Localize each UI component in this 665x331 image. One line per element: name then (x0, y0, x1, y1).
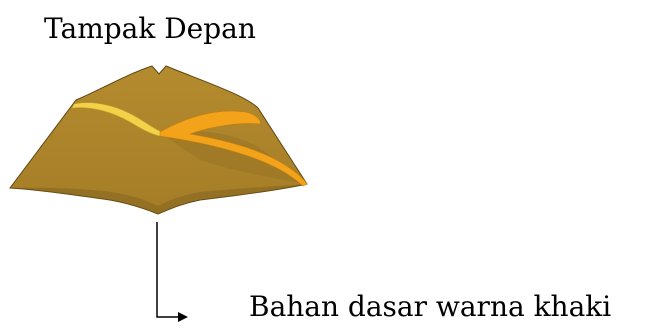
callout-arrowhead (178, 312, 188, 322)
view-title: Tampak Depan (44, 12, 256, 45)
cap-fold-shadow (160, 130, 307, 184)
callout-leader-line (156, 222, 178, 318)
cap-trim-orange (159, 110, 308, 187)
cap-front-edge (10, 184, 307, 214)
callout-label: Bahan dasar warna khaki (249, 290, 612, 323)
